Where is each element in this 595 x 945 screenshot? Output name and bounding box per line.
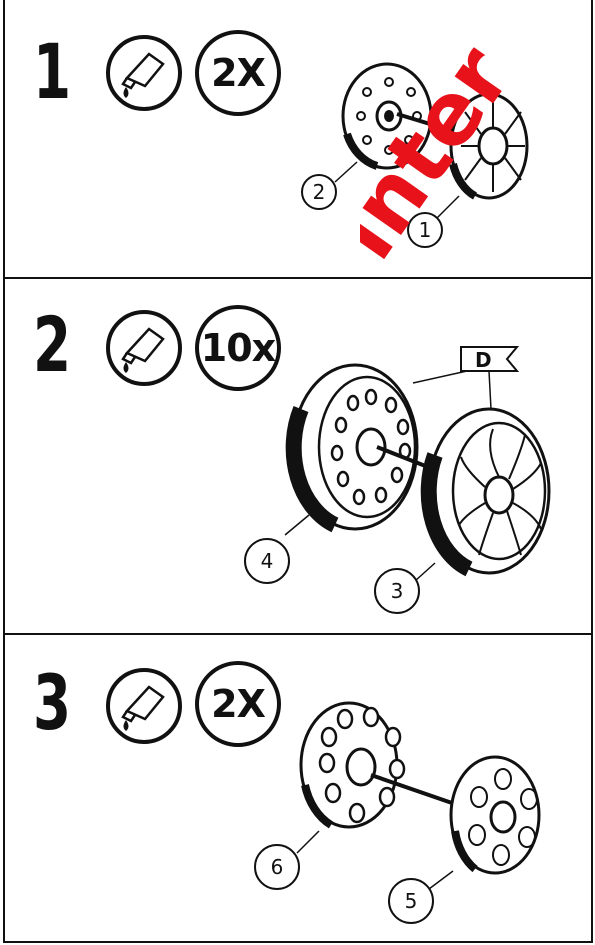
callout-number: 1: [419, 218, 432, 242]
step-3-panel: 3 2X: [3, 633, 593, 943]
step-2-panel: 2 10x D: [3, 277, 593, 637]
callout-number: 3: [391, 579, 404, 603]
callout-number: 5: [405, 889, 418, 913]
wheel-assembly-illustration-2: D: [5, 279, 595, 639]
marker-letter: D: [475, 348, 492, 372]
callout-number: 4: [261, 549, 274, 573]
callout-number: 2: [313, 180, 326, 204]
step-1-panel: 1 2X: [3, 0, 593, 280]
callout-number: 6: [271, 855, 284, 879]
wheel-assembly-illustration-1: 2 1: [5, 0, 595, 282]
wheel-assembly-illustration-3: 6 5: [5, 635, 595, 945]
